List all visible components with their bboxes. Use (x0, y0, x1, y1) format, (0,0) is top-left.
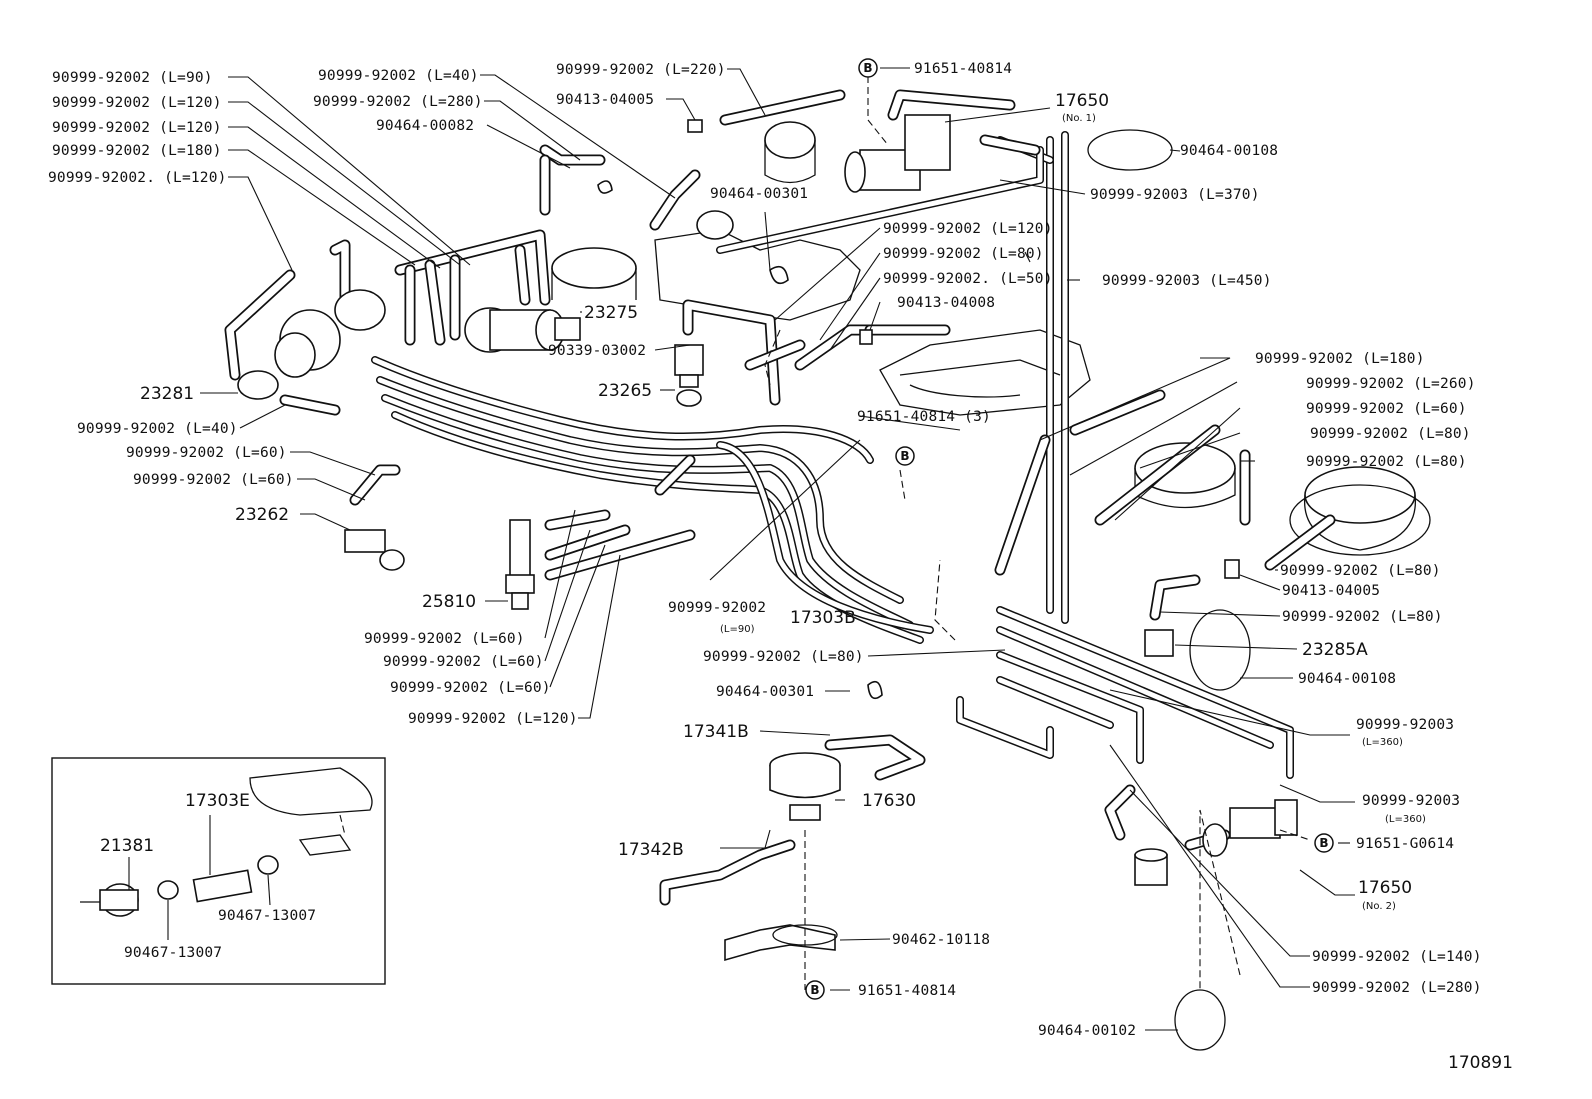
engine-outline (551, 229, 1431, 556)
label-8: 90464-00082 (376, 118, 474, 134)
label-11: 91651-40814 (914, 61, 1012, 77)
label-44: 90999-92002 (L=60) (383, 654, 544, 670)
label-4: 90999-92002 (L=180) (52, 143, 222, 159)
sublabel-5: (No. 2) (1362, 901, 1396, 912)
components (237, 114, 1298, 1051)
label-57: 91651-40814 (858, 983, 956, 999)
label-22: 90339-03002 (548, 343, 646, 359)
label-28: 23262 (235, 505, 289, 525)
label-43: 90999-92002 (L=60) (364, 631, 525, 647)
svg-text:B: B (900, 449, 909, 463)
sublabel-4: (L=360) (1385, 814, 1426, 825)
label-38: 90999-92002 (L=80) (1282, 609, 1443, 625)
label-7: 90999-92002 (L=280) (313, 94, 483, 110)
label-36: 90999-92002 (L=80) (1280, 563, 1441, 579)
label-25: 90999-92002 (L=40) (77, 421, 238, 437)
label-12: 17650 (1055, 91, 1109, 111)
label-21: 23275 (584, 303, 638, 323)
label-45: 90999-92002 (L=60) (390, 680, 551, 696)
label-59: 90999-92002 (L=280) (1312, 980, 1482, 996)
label-48: 90464-00301 (716, 684, 814, 700)
label-9: 90999-92002 (L=220) (556, 62, 726, 78)
label-54: 91651-G0614 (1356, 836, 1454, 852)
sublabel-1: (No. 1) (1062, 113, 1096, 124)
label-34: 90999-92002 (L=80) (1310, 426, 1471, 442)
label-41: 90999-92002 (668, 600, 766, 616)
label-17: 90999-92002 (L=80) (883, 246, 1044, 262)
label-10: 90413-04005 (556, 92, 654, 108)
label-27: 90999-92002 (L=60) (133, 472, 294, 488)
label-53: 90999-92003 (1362, 793, 1460, 809)
label-20: 90413-04008 (897, 295, 995, 311)
label-19: 90999-92003 (L=450) (1102, 273, 1272, 289)
part-labels: 90999-92002 (L=90) 90999-92002 (L=120) 9… (48, 61, 1513, 1073)
label-50: 17630 (862, 791, 916, 811)
label-15: 90464-00301 (710, 186, 808, 202)
label-51: 17342B (618, 840, 684, 860)
label-61: 17303E (185, 791, 250, 811)
label-29: 25810 (422, 592, 476, 612)
svg-text:B: B (810, 983, 819, 997)
label-26: 90999-92002 (L=60) (126, 445, 287, 461)
label-58: 90999-92002 (L=140) (1312, 949, 1482, 965)
label-39: 23285A (1302, 640, 1368, 660)
label-56: 90462-10118 (892, 932, 990, 948)
label-52: 90999-92003 (1356, 717, 1454, 733)
label-64: 90467-13007 (124, 945, 222, 961)
label-63: 90467-13007 (218, 908, 316, 924)
label-1: 90999-92002 (L=90) (52, 70, 213, 86)
label-32: 90999-92002 (L=260) (1306, 376, 1476, 392)
label-30: 91651-40814 (3) (857, 409, 991, 425)
inset-box (51, 757, 386, 985)
label-60: 90464-00102 (1038, 1023, 1136, 1039)
label-31: 90999-92002 (L=180) (1255, 351, 1425, 367)
label-62: 21381 (100, 836, 154, 856)
label-47: 90999-92002 (L=80) (703, 649, 864, 665)
badge-b-mid: B (895, 446, 915, 466)
leader-lines (200, 67, 1355, 1031)
badge-b-bottom: B (805, 980, 825, 1000)
label-55: 17650 (1358, 878, 1412, 898)
label-42: 17303B (790, 608, 856, 628)
badge-b-right: B (1314, 833, 1334, 853)
label-5: 90999-92002. (L=120) (48, 170, 227, 186)
dashed-guide-lines (764, 76, 1311, 990)
label-16: 90999-92002 (L=120) (883, 221, 1053, 237)
label-3: 90999-92002 (L=120) (52, 120, 222, 136)
label-2: 90999-92002 (L=120) (52, 95, 222, 111)
label-33: 90999-92002 (L=60) (1306, 401, 1467, 417)
figure-number: 170891 (1448, 1053, 1513, 1073)
label-37: 90413-04005 (1282, 583, 1380, 599)
label-40: 90464-00108 (1298, 671, 1396, 687)
label-13: 90464-00108 (1180, 143, 1278, 159)
svg-text:B: B (1319, 836, 1328, 850)
label-23: 23265 (598, 381, 652, 401)
label-24: 23281 (140, 384, 194, 404)
label-49: 17341B (683, 722, 749, 742)
sublabel-2: (L=90) (720, 624, 755, 635)
badge-b-top: B (858, 58, 878, 78)
svg-text:B: B (863, 61, 872, 75)
label-46: 90999-92002 (L=120) (408, 711, 578, 727)
label-14: 90999-92003 (L=370) (1090, 187, 1260, 203)
rubber-hoses (224, 89, 1336, 906)
sublabel-3: (L=360) (1362, 737, 1403, 748)
label-6: 90999-92002 (L=40) (318, 68, 479, 84)
label-18: 90999-92002. (L=50) (883, 271, 1053, 287)
label-35: 90999-92002 (L=80) (1306, 454, 1467, 470)
